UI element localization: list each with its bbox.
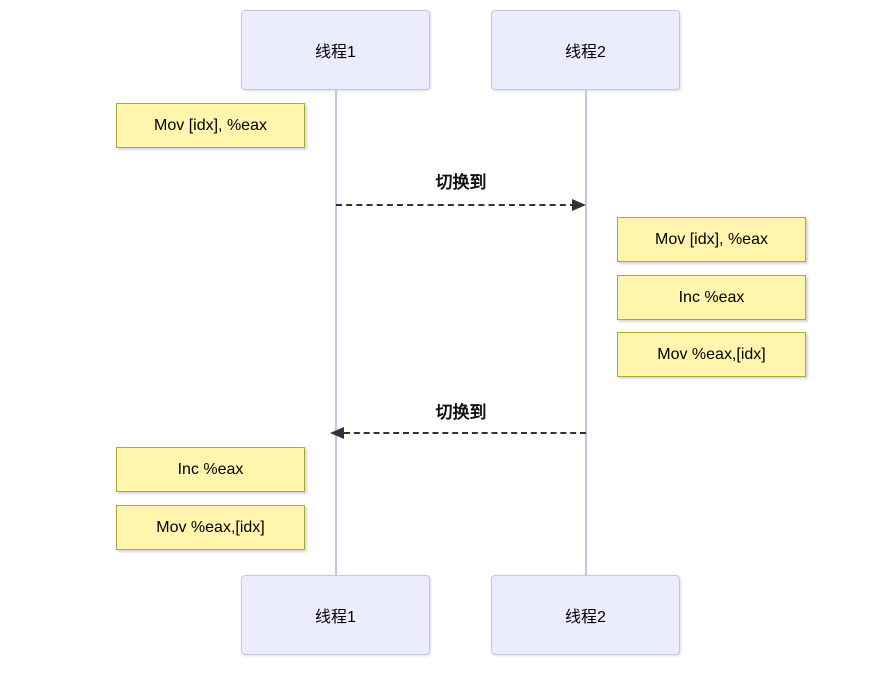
- actor-box-thread2-top: 线程2: [491, 10, 680, 90]
- message-line-switch-to-thread1: [344, 432, 586, 434]
- actor-box-thread2-bottom: 线程2: [491, 575, 680, 655]
- note-thread1-write: Mov %eax,[idx]: [116, 505, 305, 550]
- note-text: Mov %eax,[idx]: [657, 345, 766, 363]
- message-label-switch-to-thread2: 切换到: [435, 173, 487, 192]
- note-text: Mov %eax,[idx]: [156, 518, 265, 536]
- note-text: Mov [idx], %eax: [655, 230, 768, 248]
- actor-label-thread1-top: 线程1: [315, 44, 356, 61]
- arrowhead-right-icon: [572, 199, 586, 211]
- note-thread1-inc: Inc %eax: [116, 447, 305, 492]
- message-label-switch-to-thread1: 切换到: [435, 403, 487, 422]
- lifeline-thread1: [335, 90, 337, 575]
- actor-box-thread1-bottom: 线程1: [241, 575, 430, 655]
- actor-label-thread2-top: 线程2: [565, 44, 606, 61]
- actor-label-thread2-bottom: 线程2: [565, 609, 606, 626]
- lifeline-thread2: [585, 90, 587, 575]
- actor-label-thread1-bottom: 线程1: [315, 609, 356, 626]
- note-thread2-write: Mov %eax,[idx]: [617, 332, 806, 377]
- note-text: Mov [idx], %eax: [154, 116, 267, 134]
- note-text: Inc %eax: [678, 288, 745, 306]
- note-thread2-inc: Inc %eax: [617, 275, 806, 320]
- note-text: Inc %eax: [177, 460, 244, 478]
- note-thread1-read: Mov [idx], %eax: [116, 103, 305, 148]
- note-thread2-read: Mov [idx], %eax: [617, 217, 806, 262]
- actor-box-thread1-top: 线程1: [241, 10, 430, 90]
- arrowhead-left-icon: [330, 427, 344, 439]
- message-line-switch-to-thread2: [336, 204, 576, 206]
